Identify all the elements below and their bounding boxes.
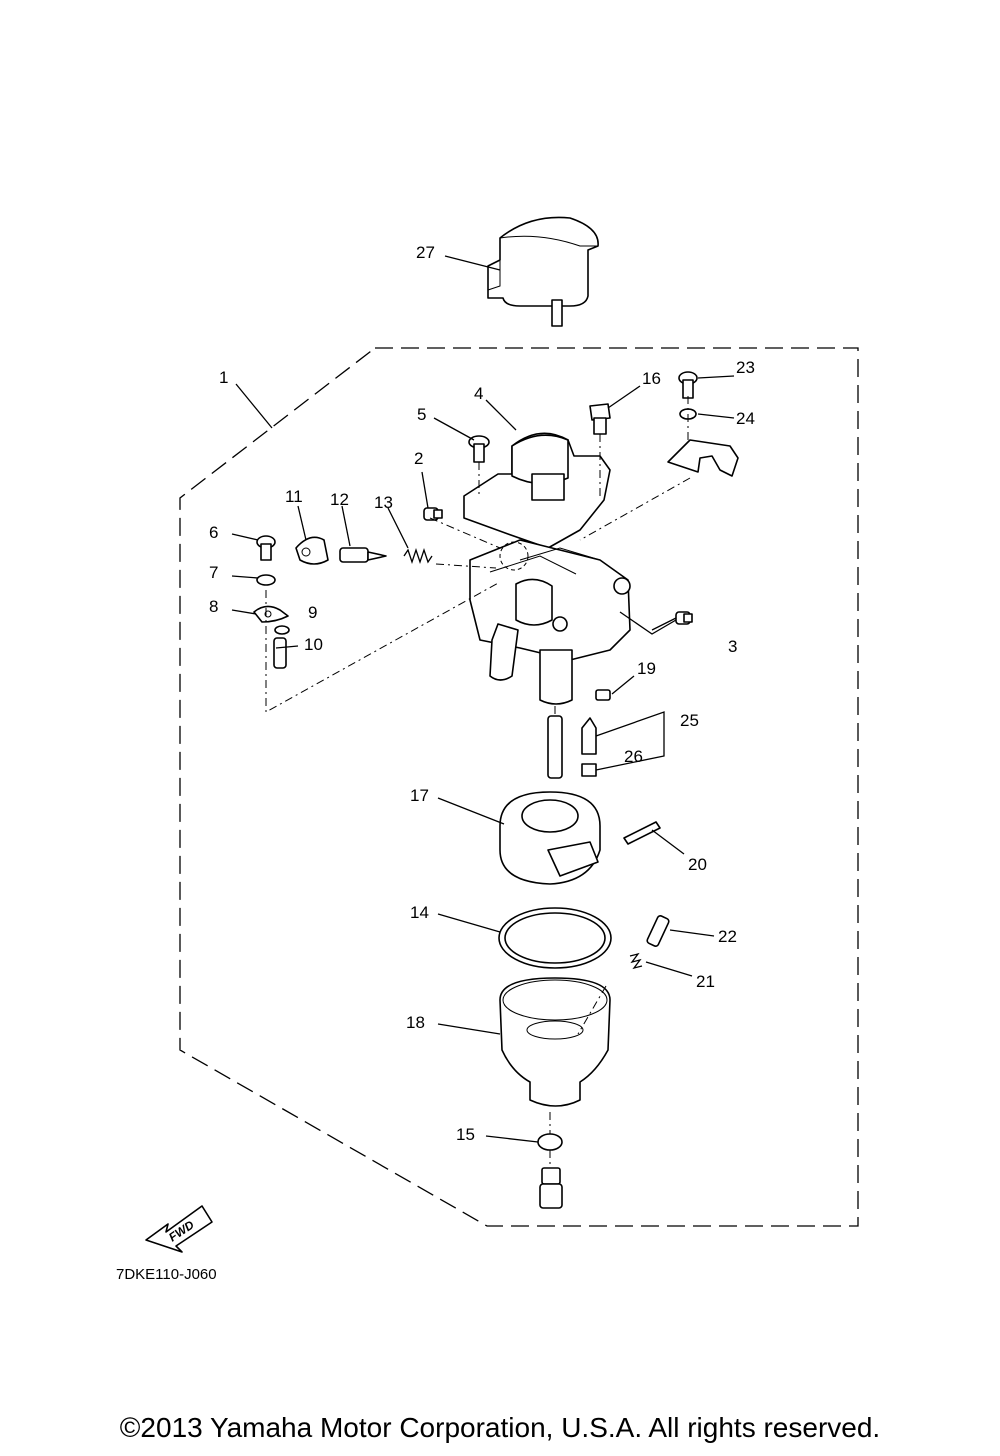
callout-24: 24 [736, 409, 755, 428]
callout-22: 22 [718, 927, 737, 946]
part-7-washer [256, 574, 276, 586]
callout-1: 1 [219, 368, 228, 387]
callout-18: 18 [406, 1013, 425, 1032]
callout-26: 26 [624, 747, 643, 766]
part-19-screw [595, 689, 611, 701]
callout-6: 6 [209, 523, 218, 542]
diagram-code: 7DKE110-J060 [116, 1266, 217, 1283]
part-13-spring [403, 547, 433, 565]
part-15-washer [537, 1133, 563, 1151]
callout-19: 19 [637, 659, 656, 678]
callout-9: 9 [308, 603, 317, 622]
part-12-needle [339, 547, 387, 563]
part-14-gasket [498, 907, 612, 969]
part-16-bolt [589, 403, 611, 435]
part-2-screw [423, 507, 443, 521]
drain-bolt [539, 1167, 563, 1209]
part-11-cap [295, 536, 329, 565]
assembly-boundary [179, 347, 859, 1227]
callout-12: 12 [330, 490, 349, 509]
part-26-clip [581, 763, 597, 777]
main-nozzle [547, 715, 563, 779]
copyright-notice: ©2013 Yamaha Motor Corporation, U.S.A. A… [119, 1412, 881, 1443]
part-10-pilot-screw [273, 637, 287, 669]
callout-21: 21 [696, 972, 715, 991]
callout-14: 14 [410, 903, 429, 922]
part-22-screw [646, 915, 670, 947]
part-23-screw [678, 371, 698, 399]
part-3-screw [675, 611, 693, 625]
callout-7: 7 [209, 563, 218, 582]
fwd-arrow-icon: FWD [145, 1205, 213, 1253]
part-21-spring [629, 952, 643, 970]
leader-lines [231, 255, 735, 1168]
part-4-carburetor-body [463, 432, 631, 705]
callout-3: 3 [728, 637, 737, 656]
callout-25: 25 [680, 711, 699, 730]
part-6-screw [256, 535, 276, 561]
callout-8: 8 [209, 597, 218, 616]
part-8-plate [253, 605, 289, 623]
callout-15: 15 [456, 1125, 475, 1144]
part-17-float [499, 791, 601, 885]
part-5-screw [468, 435, 490, 463]
callout-labels: 27 1 4 16 23 24 5 2 11 12 13 6 7 8 9 10 … [209, 243, 755, 1144]
callout-5: 5 [417, 405, 426, 424]
callout-10: 10 [304, 635, 323, 654]
callout-23: 23 [736, 358, 755, 377]
part-25-needle-valve [581, 717, 597, 755]
callout-4: 4 [474, 384, 483, 403]
callout-11: 11 [285, 487, 303, 506]
callout-16: 16 [642, 369, 661, 388]
part-18-float-bowl [499, 977, 611, 1107]
callout-27: 27 [416, 243, 435, 262]
part-27-cover [487, 216, 599, 327]
callout-17: 17 [410, 786, 429, 805]
part-20-pin [623, 821, 661, 845]
bracket [667, 439, 739, 477]
part-9-o-ring [274, 625, 290, 635]
callout-13: 13 [374, 493, 393, 512]
callout-2: 2 [414, 449, 423, 468]
callout-20: 20 [688, 855, 707, 874]
